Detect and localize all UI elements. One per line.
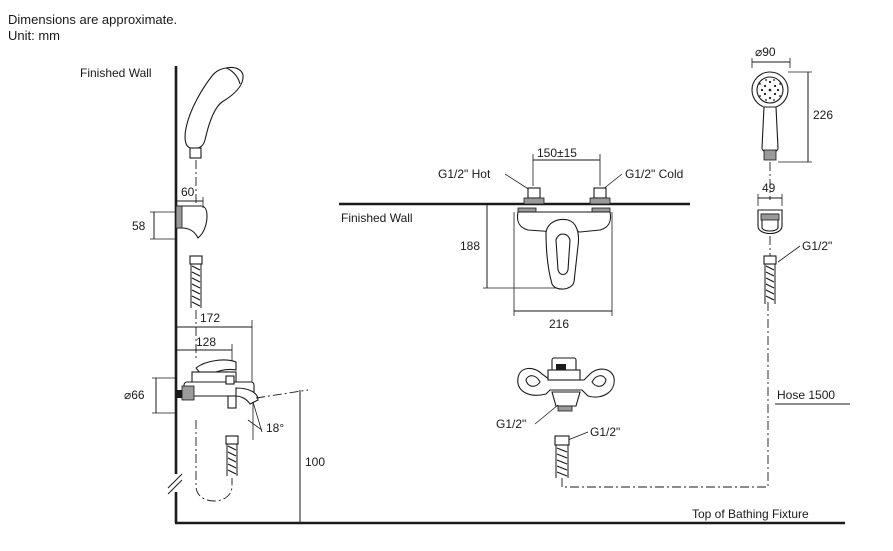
spout-reach-label: 172 bbox=[200, 311, 220, 325]
spout-angle-line bbox=[252, 401, 263, 433]
holder-side-icon bbox=[175, 205, 208, 239]
handshower-front-view: ⌀90 226 bbox=[751, 45, 850, 405]
front-view: Finished Wall 150±15 G1/2" Hot G1/2" Col… bbox=[339, 146, 769, 488]
escutcheon-dia-label: ⌀66 bbox=[124, 388, 145, 402]
handshower-dia-label: ⌀90 bbox=[755, 45, 776, 59]
hose-nut-mixer-side bbox=[225, 435, 239, 445]
hose-nut-front bbox=[554, 435, 570, 446]
lever-reach-label: 128 bbox=[196, 335, 216, 349]
spout-height-label: 100 bbox=[305, 455, 325, 469]
finished-wall-label-front: Finished Wall bbox=[341, 211, 413, 225]
finished-wall-label-left: Finished Wall bbox=[80, 66, 152, 80]
hanger-front-icon bbox=[757, 209, 783, 235]
hose-conn-body-left-label: G1/2" bbox=[496, 417, 526, 431]
hose-nut-side bbox=[189, 255, 203, 265]
top-of-bathing-fixture-label: Top of Bathing Fixture bbox=[692, 507, 809, 521]
unit-note: Unit: mm bbox=[8, 28, 60, 43]
wall-break-mark-2 bbox=[167, 479, 183, 495]
mixer-side-icon bbox=[176, 359, 259, 409]
hot-inlet-label: G1/2" Hot bbox=[438, 167, 491, 181]
hose-loop-side bbox=[195, 420, 233, 502]
hose-handshower bbox=[765, 265, 775, 301]
side-view: Finished Wall Top of Bathing Fixture 60 … bbox=[80, 66, 845, 525]
holder-width-label: 60 bbox=[181, 185, 195, 199]
spout-angle-arc bbox=[247, 419, 263, 431]
hose-conn-handshower-label: G1/2" bbox=[802, 239, 832, 253]
cold-inlet-label: G1/2" Cold bbox=[625, 167, 683, 181]
hose-nut-handshower bbox=[763, 255, 777, 265]
hose-conn-body-right-label: G1/2" bbox=[590, 425, 620, 439]
mixer-front-lower-icon bbox=[517, 357, 615, 412]
hose-side-upper bbox=[191, 265, 201, 307]
handshower-side-icon bbox=[184, 66, 244, 159]
spout-axis bbox=[255, 389, 309, 399]
hanger-width-label: 49 bbox=[762, 181, 776, 195]
hose-length-label: Hose 1500 bbox=[777, 388, 835, 402]
approximate-note: Dimensions are approximate. bbox=[8, 12, 178, 27]
hose-mixer-side bbox=[227, 445, 237, 475]
hose-front bbox=[556, 447, 568, 477]
inlet-centers-label: 150±15 bbox=[537, 146, 577, 160]
spout-angle-label: 18° bbox=[266, 421, 284, 435]
wall-break-mark-1 bbox=[167, 473, 183, 489]
body-height-label: 188 bbox=[460, 239, 480, 253]
holder-height-label: 58 bbox=[132, 219, 146, 233]
body-width-label: 216 bbox=[549, 317, 569, 331]
hose-path-front bbox=[561, 300, 769, 488]
mixer-front-body-icon bbox=[516, 211, 612, 290]
handshower-head-icon bbox=[751, 71, 789, 161]
handshower-length-label: 226 bbox=[813, 108, 833, 122]
